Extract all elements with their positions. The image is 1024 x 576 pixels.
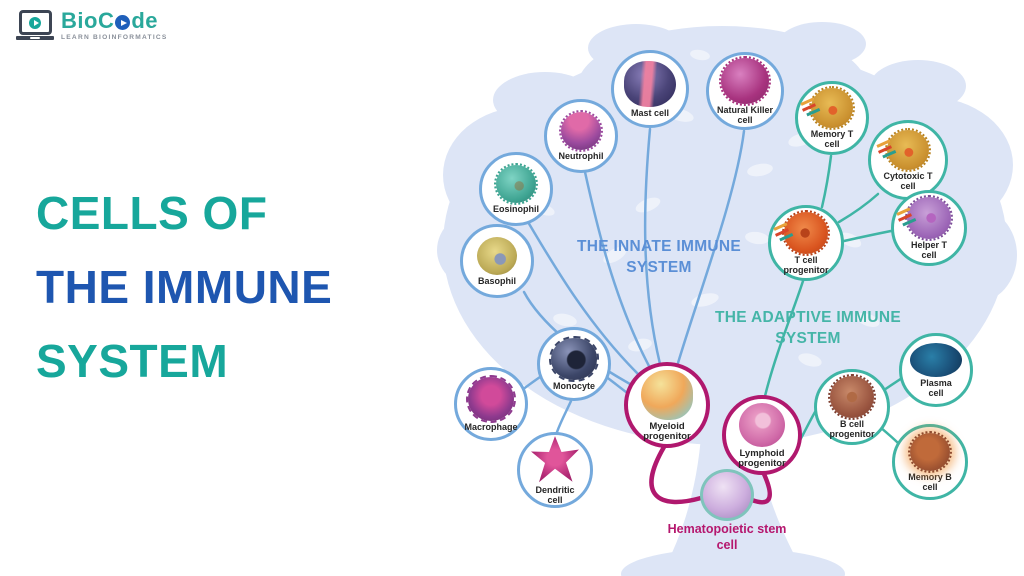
node-natural-killer-cell: Natural Killer cell — [706, 52, 784, 130]
play-icon — [29, 16, 41, 29]
node-plasma-cell: Plasma cell — [899, 333, 973, 407]
macrophage-illustration — [466, 375, 516, 424]
node-label: Monocyte — [552, 381, 595, 392]
adaptive-system-title: THE ADAPTIVE IMMUNE SYSTEM — [715, 309, 901, 347]
t-cell-progenitor-illustration — [774, 210, 830, 257]
monocyte-illustration — [549, 336, 599, 383]
node-macrophage: Macrophage — [454, 367, 528, 441]
node-mast-cell: Mast cell — [611, 50, 689, 128]
node-label: Eosinophil — [493, 204, 539, 215]
laptop-play-icon — [16, 10, 54, 40]
node-label: B cell progenitor — [829, 419, 875, 439]
node-label: Mast cell — [630, 108, 670, 119]
stem-cell-lines — [649, 444, 772, 505]
node-label: Macrophage — [464, 422, 518, 433]
b-cell-progenitor-illustration — [828, 374, 876, 421]
node-b-cell-progenitor: B cell progenitor — [814, 369, 890, 445]
title-line-1: CELLS OF — [36, 187, 268, 239]
node-label: Myeloid progenitor — [643, 420, 691, 442]
node-lymphoid-progenitor: Lymphoid progenitor — [722, 395, 802, 475]
node-dendritic-cell: Dendritic cell — [517, 432, 593, 508]
node-label: Neutrophil — [558, 151, 604, 162]
t-cell-receptors — [774, 228, 790, 237]
plasma-cell-illustration — [910, 343, 962, 378]
node-memory-b-cell: Memory B cell — [892, 424, 968, 500]
node-label: Plasma cell — [920, 378, 952, 398]
node-label: Basophil — [477, 276, 516, 287]
neutrophil-illustration — [559, 110, 603, 153]
t-cell-receptors — [877, 145, 893, 154]
node-memory-t-cell: Memory T cell — [795, 81, 869, 155]
lymphoid-progenitor-illustration — [739, 402, 785, 447]
node-myeloid-progenitor: Myeloid progenitor — [624, 362, 710, 448]
node-t-cell-progenitor: T cell progenitor — [768, 205, 844, 281]
node-monocyte: Monocyte — [537, 327, 611, 401]
hematopoietic-stem-cell-illustration — [700, 469, 754, 521]
t-cell-receptors — [897, 213, 913, 222]
brand-play-icon — [115, 15, 131, 30]
dendritic-cell-illustration — [531, 436, 579, 483]
cytotoxic-t-cell-illustration — [877, 128, 931, 173]
node-label: Dendritic cell — [535, 485, 575, 505]
node-neutrophil: Neutrophil — [544, 99, 618, 173]
node-label: Lymphoid progenitor — [738, 447, 786, 469]
node-eosinophil: Eosinophil — [479, 152, 553, 226]
node-hematopoietic-stem-cell — [700, 468, 754, 522]
node-cytotoxic-t-cell: Cytotoxic T cell — [868, 120, 948, 200]
nk-cell-illustration — [719, 56, 771, 107]
node-label: Natural Killer cell — [716, 105, 774, 125]
eosinophil-illustration — [494, 163, 538, 206]
title-line-3: SYSTEM — [36, 335, 229, 387]
mast-cell-illustration — [624, 61, 676, 108]
node-label: Memory T cell — [810, 129, 854, 149]
node-label: Cytotoxic T cell — [883, 171, 933, 191]
node-basophil: Basophil — [460, 224, 534, 298]
myeloid-progenitor-illustration — [641, 369, 693, 420]
basophil-illustration — [477, 237, 517, 276]
memory-t-cell-illustration — [801, 86, 855, 131]
memory-b-cell-illustration — [908, 431, 952, 474]
brand-tagline: LEARN BIOINFORMATICS — [61, 34, 168, 41]
node-label: Helper T cell — [910, 240, 947, 260]
node-helper-t-cell: Helper T cell — [891, 190, 967, 266]
page-title: CELLS OF THE IMMUNE SYSTEM — [36, 176, 332, 398]
hematopoietic-stem-cell-label: Hematopoietic stem cell — [667, 522, 787, 552]
node-label: T cell progenitor — [783, 255, 829, 275]
helper-t-cell-illustration — [897, 195, 953, 242]
t-cell-receptors — [801, 103, 817, 112]
innate-system-title: THE INNATE IMMUNE SYSTEM — [576, 238, 742, 276]
title-line-2: THE IMMUNE — [36, 261, 333, 313]
node-label: Memory B cell — [908, 472, 952, 492]
